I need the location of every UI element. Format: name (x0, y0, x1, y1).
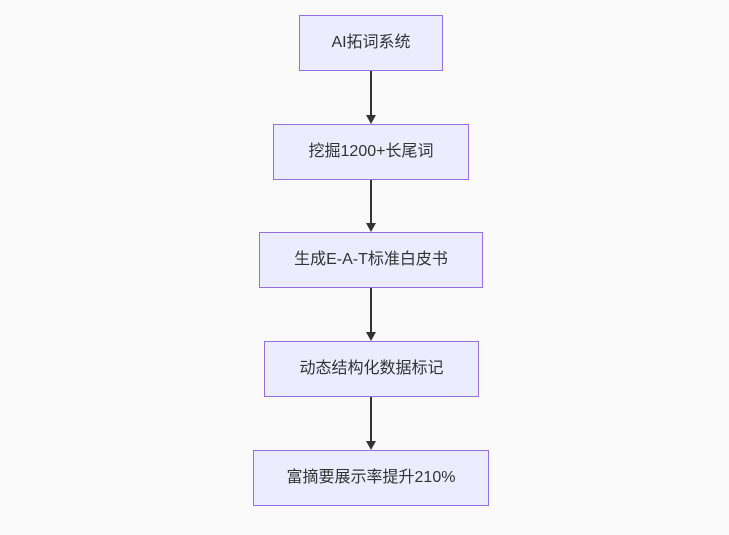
flow-node-label: 挖掘1200+长尾词 (308, 143, 434, 161)
flow-node-label: 生成E-A-T标准白皮书 (294, 251, 448, 269)
flow-node-rich-snippet-rate: 富摘要展示率提升210% (253, 450, 489, 506)
arrow-line (370, 180, 372, 223)
flow-node-label: AI拓词系统 (331, 34, 411, 52)
flow-arrow-1 (366, 71, 376, 124)
flow-node-structured-data: 动态结构化数据标记 (264, 341, 479, 397)
flow-node-label: 动态结构化数据标记 (299, 360, 444, 378)
arrow-head-icon (366, 441, 376, 450)
flow-arrow-2 (366, 180, 376, 232)
arrow-head-icon (366, 223, 376, 232)
flow-node-eat-whitepaper: 生成E-A-T标准白皮书 (259, 232, 483, 288)
arrow-head-icon (366, 115, 376, 124)
flow-arrow-4 (366, 397, 376, 450)
arrow-head-icon (366, 332, 376, 341)
flow-node-label: 富摘要展示率提升210% (286, 469, 456, 487)
arrow-line (370, 71, 372, 115)
flow-node-ai-word-system: AI拓词系统 (299, 15, 443, 71)
flow-node-longtail-keywords: 挖掘1200+长尾词 (273, 124, 469, 180)
arrow-line (370, 397, 372, 441)
flow-arrow-3 (366, 288, 376, 341)
arrow-line (370, 288, 372, 332)
